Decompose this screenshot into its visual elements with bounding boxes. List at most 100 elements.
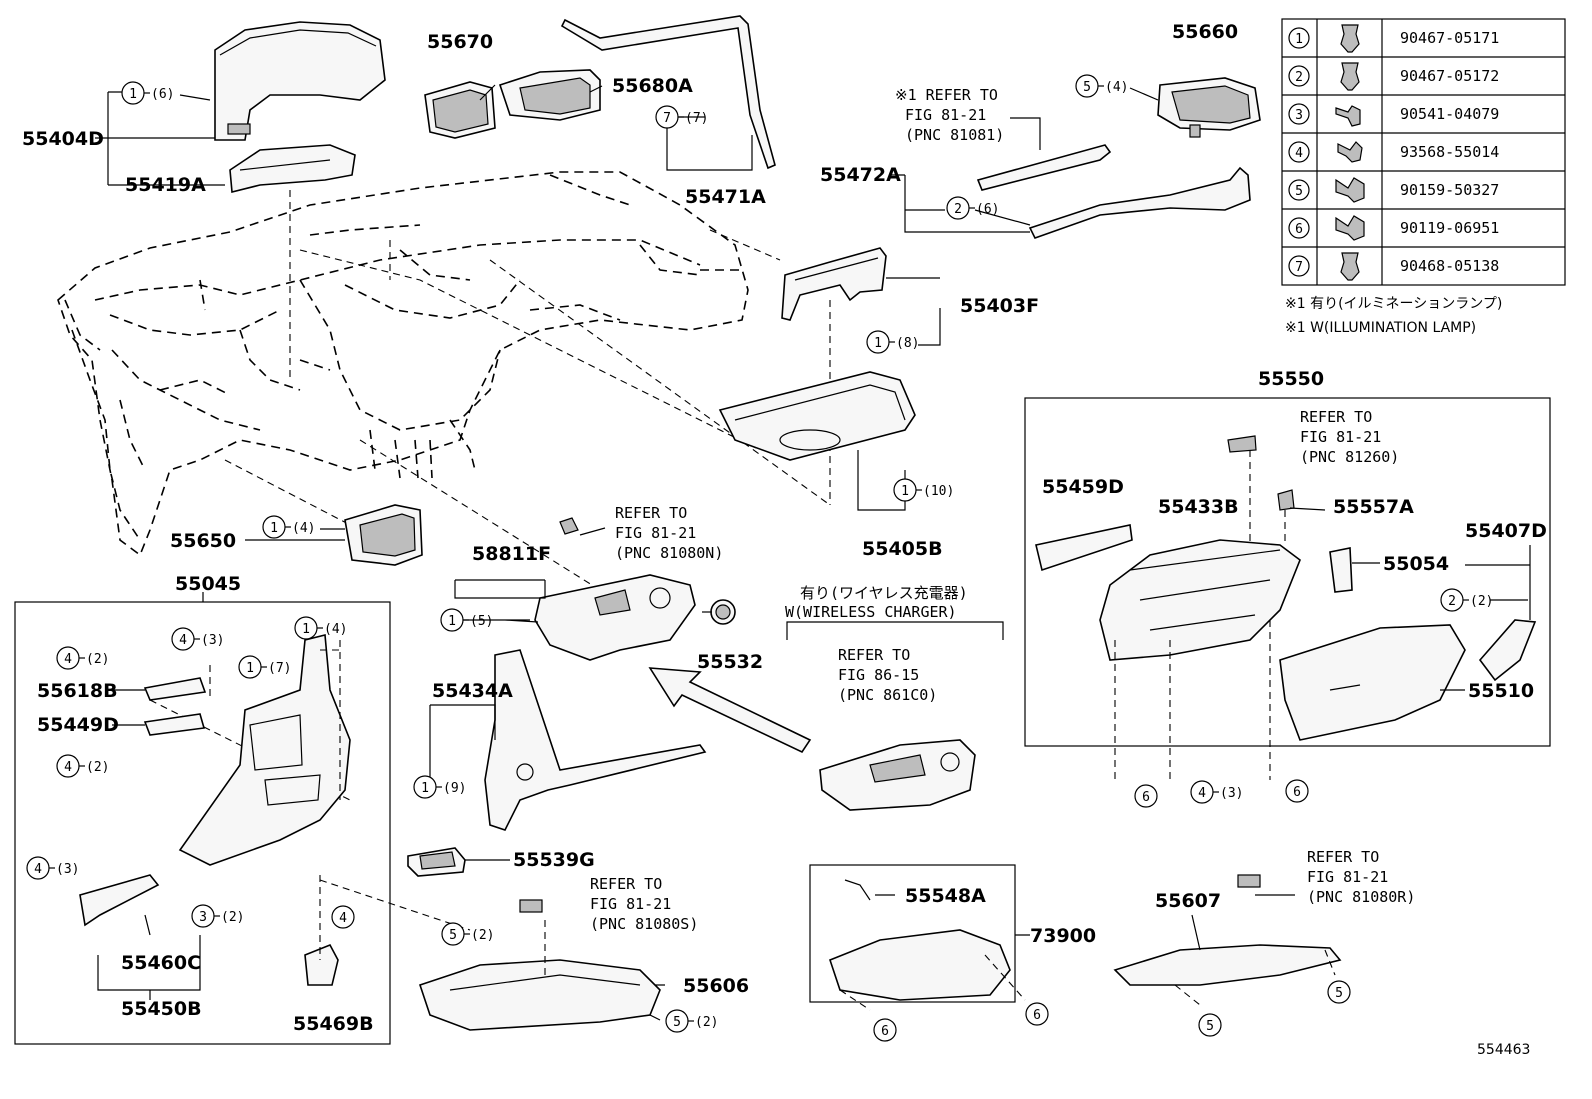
label-55433B: 55433B <box>1158 496 1239 518</box>
callout-quantity: (2) <box>86 760 109 775</box>
callout-number: 4 <box>1198 786 1206 801</box>
label-55510: 55510 <box>1468 680 1534 702</box>
callout-c2-6: 2 (6) <box>946 196 999 220</box>
callout-number: 1 <box>129 87 137 102</box>
callout-c4-3c: 4 (3) <box>1190 780 1243 804</box>
console-upper-panel-part <box>534 517 696 661</box>
callout-number: 1 <box>448 614 456 629</box>
callout-c7-7: 7(7) <box>655 105 708 129</box>
callout-c1-7: 1(7) <box>238 655 291 679</box>
svg-text:REFER TO: REFER TO <box>615 504 687 522</box>
footnote-en: ※1 W(ILLUMINATION LAMP) <box>1285 320 1476 336</box>
callout-number: 6 <box>1142 790 1150 805</box>
switch-part <box>407 847 466 877</box>
label-55471A: 55471A <box>685 186 766 208</box>
clip-icon <box>1340 252 1360 281</box>
callout-quantity: (8) <box>896 336 919 351</box>
right-small-bracket-part <box>304 943 339 986</box>
label-55680A: 55680A <box>612 75 693 97</box>
svg-text:FIG 81-21: FIG 81-21 <box>615 524 696 542</box>
label-55550: 55550 <box>1258 368 1324 390</box>
label-55618B: 55618B <box>37 680 118 702</box>
callout-quantity: (10) <box>923 484 954 499</box>
callout-number: 2 <box>954 202 962 217</box>
label-55539G: 55539G <box>513 849 595 871</box>
label-55607: 55607 <box>1155 890 1221 912</box>
svg-text:(PNC 81260): (PNC 81260) <box>1300 448 1399 466</box>
svg-text:REFER TO: REFER TO <box>1300 408 1372 426</box>
callout-number: 6 <box>881 1024 889 1039</box>
label-55670: 55670 <box>427 31 493 53</box>
label-55472A: 55472A <box>820 164 901 186</box>
label-55660: 55660 <box>1172 21 1238 43</box>
svg-text:REFER TO: REFER TO <box>838 646 910 664</box>
center-vent-part <box>424 81 496 139</box>
note-81080S-ref: REFER TO FIG 81-21 (PNC 81080S) <box>590 875 698 933</box>
group-box-55550 <box>1024 397 1551 747</box>
legend-number: 2 <box>1295 70 1303 85</box>
svg-text:REFER TO: REFER TO <box>1307 848 1379 866</box>
callout-number: 5 <box>449 928 457 943</box>
callout-c4-3a: 4(3) <box>171 627 224 651</box>
callout-c5-a: 5 <box>1327 980 1351 1004</box>
callout-c5-2a: 5(2) <box>441 922 494 946</box>
callout-c2-2: 2(2) <box>1440 588 1493 612</box>
callout-quantity: (3) <box>1220 786 1243 801</box>
legend-part-number: 90468-05138 <box>1400 257 1499 275</box>
label-55054: 55054 <box>1383 553 1449 575</box>
callouts: 1(6)7(7)5(4)2(6)1(8)1(10)1(4)1(5)1(9)4(2… <box>26 74 1493 1042</box>
svg-text:(PNC 861C0): (PNC 861C0) <box>838 686 937 704</box>
figure-id: 554463 <box>1477 1042 1530 1058</box>
wireless-charger-part <box>819 739 976 811</box>
legend-part-number: 90119-06951 <box>1400 219 1499 237</box>
label-55403F: 55403F <box>960 295 1039 317</box>
legend-number: 6 <box>1295 222 1303 237</box>
svg-text:有り(ワイヤレス充電器): 有り(ワイヤレス充電器) <box>800 584 968 602</box>
callout-c1-8: 1(8) <box>866 330 919 354</box>
clip-icon <box>1340 62 1360 91</box>
callout-quantity: (9) <box>443 781 466 796</box>
label-55469B: 55469B <box>293 1013 374 1035</box>
legend-number: 1 <box>1295 32 1303 47</box>
callout-quantity: (4) <box>324 622 347 637</box>
label-55045: 55045 <box>175 573 241 595</box>
callout-number: 3 <box>199 910 207 925</box>
svg-text:FIG 81-21: FIG 81-21 <box>905 106 986 124</box>
glove-box-frame-part <box>1099 539 1301 661</box>
svg-text:(PNC 81080R): (PNC 81080R) <box>1307 888 1415 906</box>
note-81080N-ref: REFER TO FIG 81-21 (PNC 81080N) <box>615 504 723 562</box>
note-86115-ref: REFER TO FIG 86-15 (PNC 861C0) <box>838 646 937 704</box>
label-55557A: 55557A <box>1333 496 1414 518</box>
note-81080R-ref: REFER TO FIG 81-21 (PNC 81080R) <box>1307 848 1415 906</box>
pillar-garnish-part <box>560 15 776 170</box>
callout-c5-b: 5 <box>1198 1013 1222 1037</box>
callout-c1-6: 1(6) <box>121 81 174 105</box>
callout-number: 6 <box>1293 785 1301 800</box>
callout-c1-10: 1(10) <box>893 478 954 502</box>
left-lower-cover-part <box>79 874 160 936</box>
callout-number: 5 <box>1206 1019 1214 1034</box>
svg-text:(PNC 81080N): (PNC 81080N) <box>615 544 723 562</box>
svg-text:REFER TO: REFER TO <box>590 875 662 893</box>
callout-quantity: (6) <box>976 202 999 217</box>
callout-c4-2a: 4(2) <box>56 646 109 670</box>
callout-number: 4 <box>64 760 72 775</box>
label-55407D: 55407D <box>1465 520 1547 542</box>
callout-number: 4 <box>64 652 72 667</box>
note-wireless-charger: 有り(ワイヤレス充電器) W(WIRELESS CHARGER) <box>785 584 968 621</box>
legend-part-number: 90159-50327 <box>1400 181 1499 199</box>
label-55434A: 55434A <box>432 680 513 702</box>
hinge-part <box>1478 619 1537 682</box>
svg-text:(PNC 81080S): (PNC 81080S) <box>590 915 698 933</box>
console-side-panel-part <box>484 649 707 831</box>
small-cover-part <box>143 677 207 736</box>
callout-number: 4 <box>34 862 42 877</box>
callout-number: 2 <box>1448 594 1456 609</box>
callout-c4-2b: 4 (2) <box>56 754 109 778</box>
label-connectors <box>95 84 1531 1021</box>
callout-quantity: (3) <box>56 862 79 877</box>
meter-hood-lower-part <box>229 144 356 194</box>
